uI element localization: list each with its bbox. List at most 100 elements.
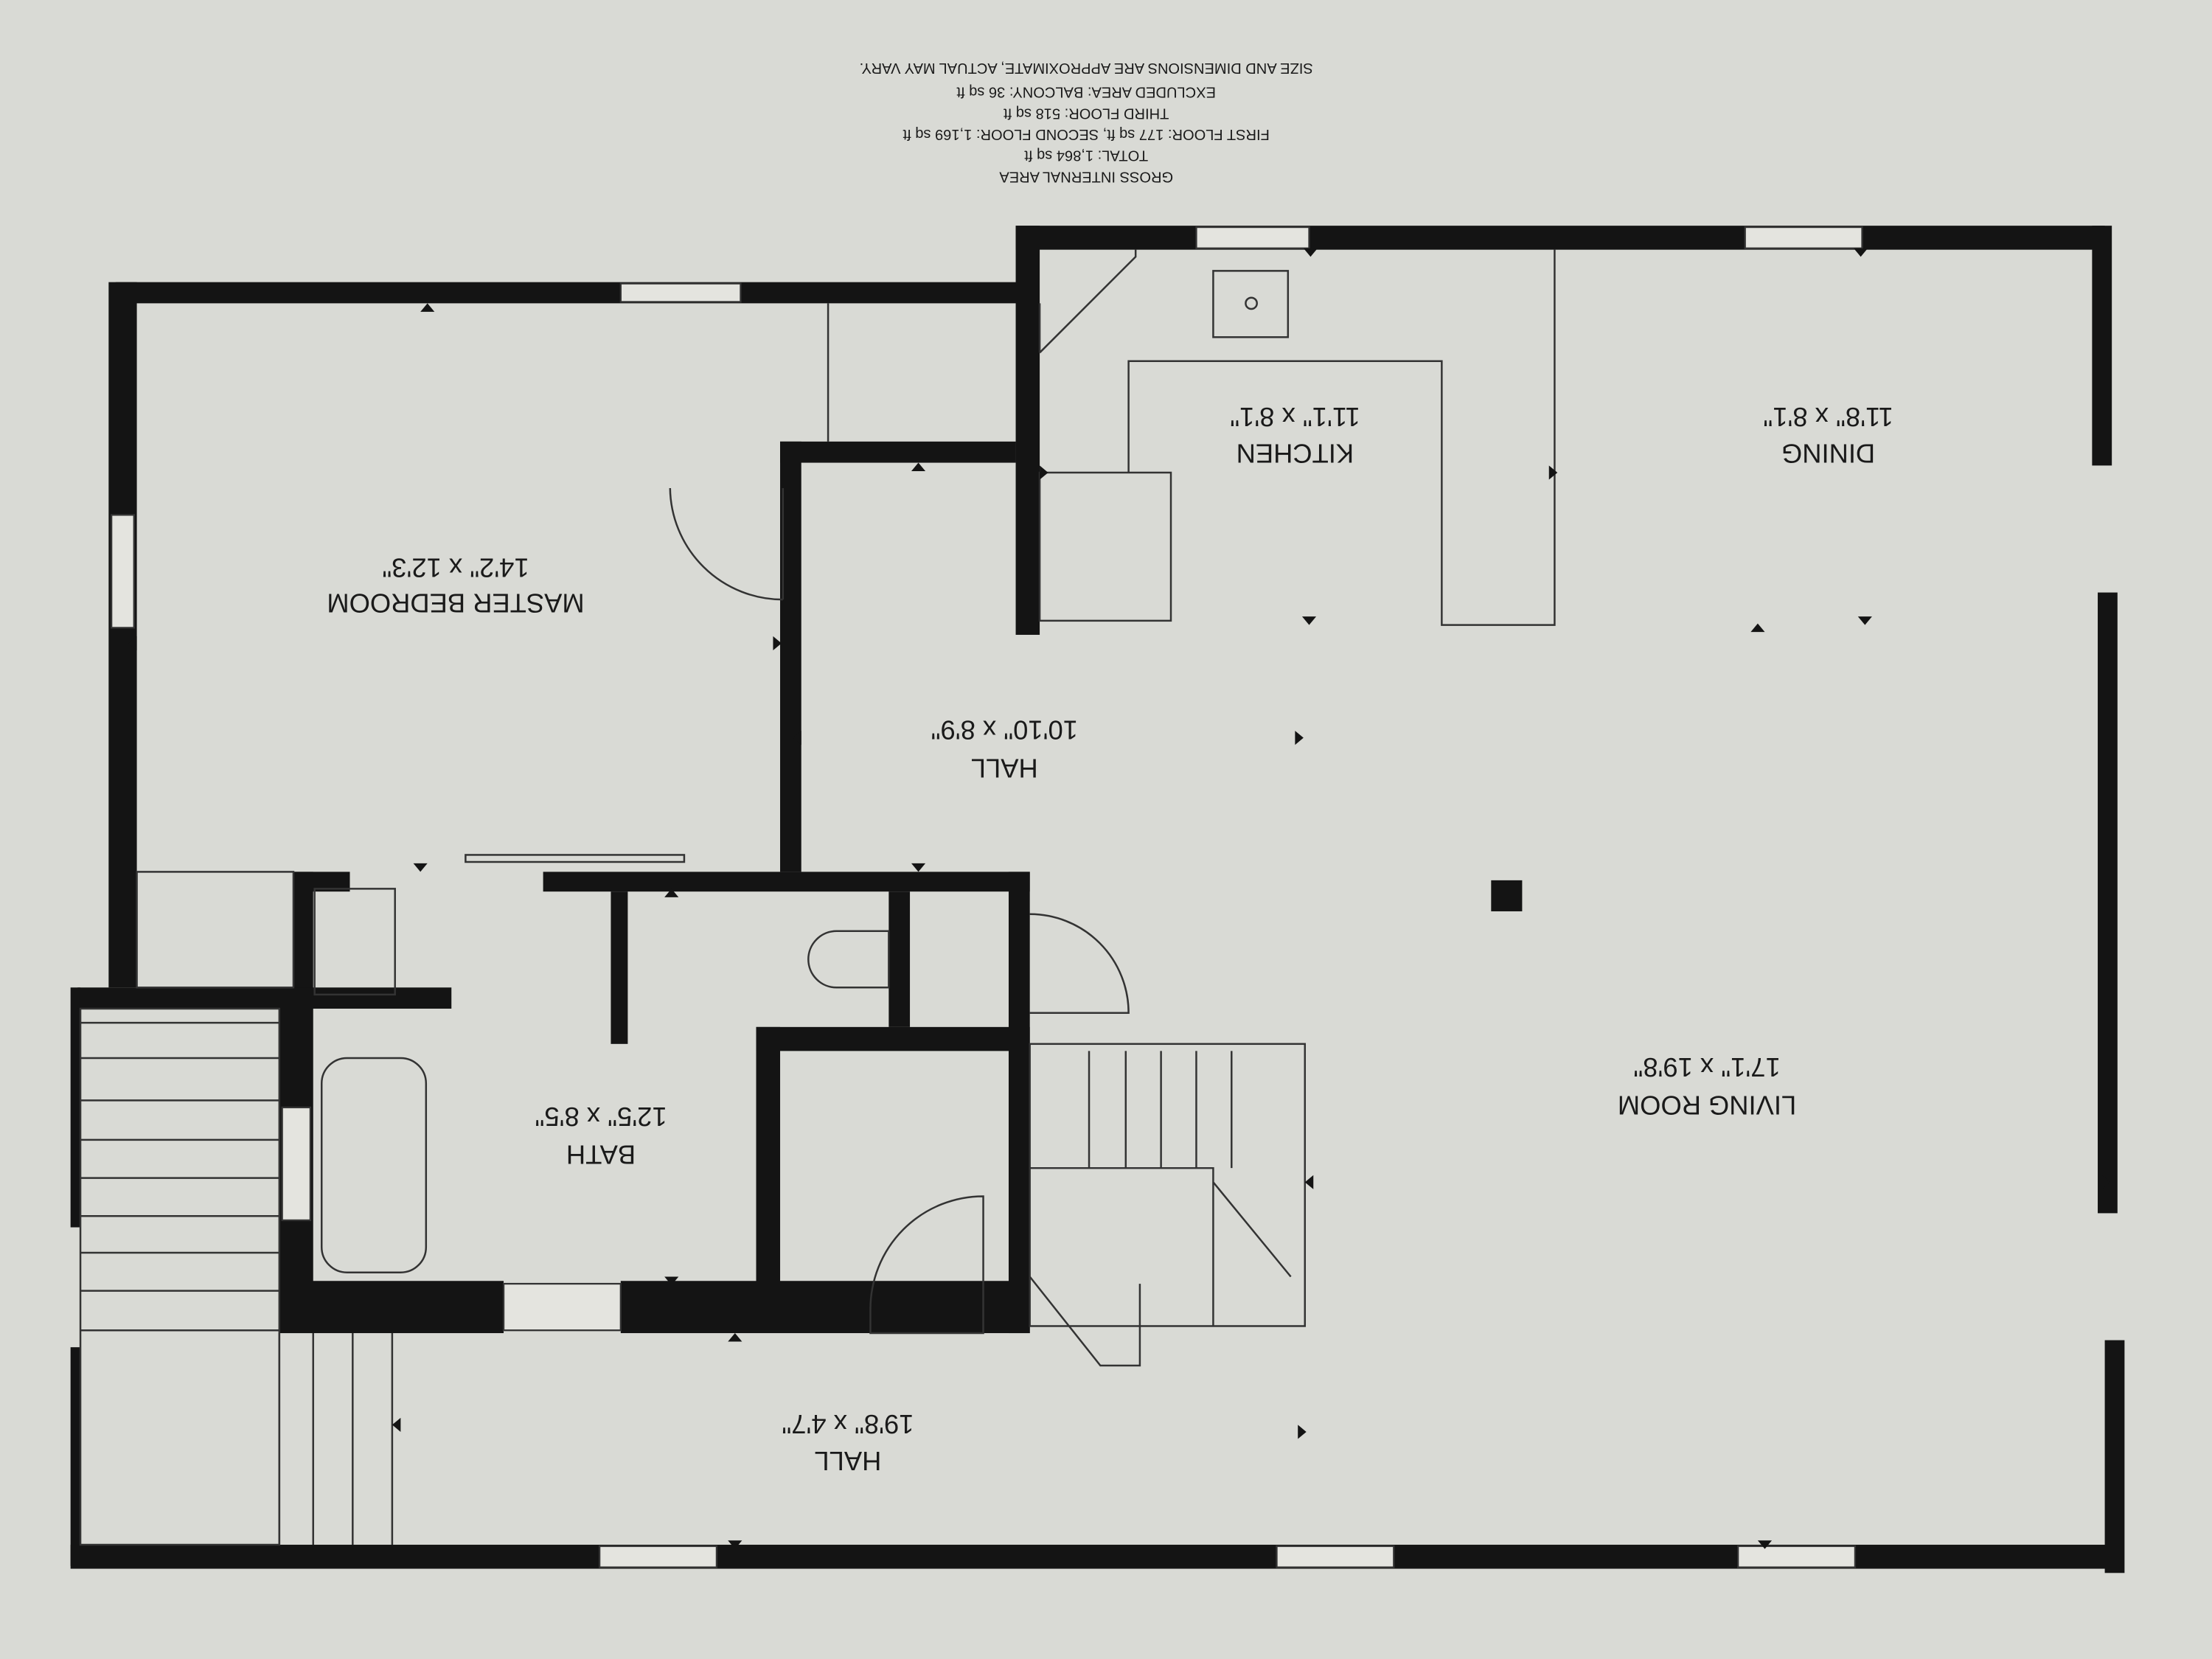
- plan-line: [1736, 1545, 1857, 1568]
- plan-line: [780, 441, 1016, 463]
- plan-line: [1029, 1051, 1292, 1367]
- plan-line: [2092, 226, 2112, 466]
- room-name: MASTER BEDROOM: [327, 588, 584, 618]
- bath-sink-icon: [313, 888, 396, 996]
- plan-line: [420, 303, 435, 312]
- room-name: HALL: [814, 1446, 881, 1476]
- plan-line: [756, 1026, 781, 1310]
- staircase-left: [79, 1007, 394, 1546]
- plan-line: [79, 1007, 281, 1546]
- windows: [111, 226, 1863, 1568]
- room-living-room: LIVING ROOM 17'1" x 19'8": [1618, 1052, 1796, 1121]
- plan-line: [136, 871, 295, 989]
- note-total: TOTAL: 1,864 sq ft: [1024, 147, 1148, 164]
- room-master-bedroom: MASTER BEDROOM 14'2" x 12'3": [327, 553, 584, 619]
- plan-line: [598, 1545, 718, 1568]
- plan-line: [70, 1347, 81, 1566]
- plan-line: [911, 863, 926, 872]
- plan-line: [1548, 465, 1558, 480]
- room-bath: BATH 12'5" x 8'5": [535, 1102, 667, 1170]
- plan-line: [281, 1106, 312, 1222]
- plan-line: [2104, 1340, 2125, 1573]
- plan-line: [80, 1021, 279, 1332]
- plan-line: [1040, 465, 1048, 480]
- note-floors: FIRST FLOOR: 177 sq ft, SECOND FLOOR: 1,…: [902, 126, 1270, 142]
- plan-line: [1008, 872, 1030, 1334]
- note-third-floor: THIRD FLOOR: 518 sq ft: [1004, 105, 1169, 121]
- plan-line: [1301, 616, 1317, 625]
- note-title: GROSS INTERNAL AREA: [999, 168, 1173, 184]
- room-size: 10'10" x 8'9": [931, 715, 1078, 745]
- plan-line: [279, 1281, 504, 1334]
- plan-line: [2098, 592, 2118, 1214]
- plan-line: [888, 891, 911, 1027]
- plan-line: [728, 1333, 742, 1342]
- room-size: 19'8" x 4'7": [782, 1409, 914, 1439]
- plan-line: [413, 863, 428, 872]
- room-name: HALL: [971, 753, 1038, 783]
- fixtures: [79, 249, 1556, 1546]
- kitchen-sink-icon: [1212, 270, 1290, 338]
- plan-line: [465, 854, 686, 863]
- plan-line: [1757, 1540, 1773, 1549]
- plan-line: [111, 514, 135, 629]
- plan-line: [128, 636, 137, 651]
- plan-line: [664, 1276, 679, 1285]
- plan-line: [1298, 1425, 1307, 1439]
- plan-line: [1038, 471, 1172, 622]
- plan-line: [611, 891, 628, 1044]
- door-swing: [669, 487, 785, 601]
- plan-line: [278, 1333, 394, 1545]
- door-swing: [869, 1195, 984, 1335]
- room-kitchen: KITCHEN 11'1" x 8'1": [1230, 402, 1360, 469]
- plan-line: [392, 1417, 401, 1432]
- plan-line: [543, 872, 1030, 892]
- room-size: 11'1" x 8'1": [1230, 402, 1360, 432]
- note-disclaimer: SIZE AND DIMENSIONS ARE APPROXIMATE, ACT…: [860, 60, 1313, 76]
- room-dining: DINING 11'8" x 8'1": [1763, 402, 1893, 469]
- room-size: 14'2" x 12'3": [382, 553, 529, 583]
- plan-line: [115, 282, 1023, 304]
- plan-line: [1491, 880, 1523, 911]
- walls: [70, 226, 2125, 1573]
- plan-line: [1303, 248, 1318, 257]
- plan-line: [1127, 249, 1556, 626]
- plan-line: [1276, 1545, 1395, 1568]
- plan-line: [1015, 226, 2105, 250]
- plan-line: [1304, 1175, 1314, 1189]
- plan-line: [70, 987, 81, 1228]
- room-hall-upper: HALL 10'10" x 8'9": [931, 715, 1078, 784]
- plan-line: [619, 282, 742, 303]
- plan-line: [108, 282, 137, 988]
- room-name: DINING: [1781, 439, 1875, 469]
- toilet-icon: [807, 930, 890, 989]
- plan-line: [1195, 226, 1310, 249]
- plan-line: [1245, 296, 1258, 310]
- plan-line: [1295, 731, 1304, 745]
- plan-line: [1857, 616, 1872, 625]
- plan-line: [827, 249, 1137, 442]
- room-size: 11'8" x 8'1": [1763, 402, 1893, 432]
- staircase: [1029, 1043, 1307, 1327]
- plan-line: [773, 636, 782, 651]
- plan-line: [728, 1540, 742, 1549]
- plan-line: [793, 731, 801, 745]
- room-name: KITCHEN: [1237, 439, 1354, 469]
- plan-line: [756, 1026, 1030, 1051]
- area-notes: GROSS INTERNAL AREA TOTAL: 1,864 sq ft F…: [860, 60, 1313, 184]
- plan-line: [502, 1282, 622, 1332]
- door-swing: [1029, 913, 1130, 1014]
- room-name: LIVING ROOM: [1618, 1091, 1796, 1121]
- plan-line: [2101, 1175, 2111, 1189]
- room-name: BATH: [566, 1140, 636, 1170]
- plan-line: [77, 987, 452, 1009]
- dimension-markers: [128, 248, 2111, 1549]
- plan-line: [1744, 226, 1863, 249]
- room-size: 12'5" x 8'5": [535, 1102, 667, 1132]
- plan-line: [1854, 248, 1868, 257]
- plan-line: [1015, 226, 1040, 635]
- plan-line: [293, 872, 313, 999]
- note-excluded: EXCLUDED AREA: BALCONY: 36 sq ft: [956, 84, 1216, 100]
- bathtub-icon: [320, 1057, 428, 1274]
